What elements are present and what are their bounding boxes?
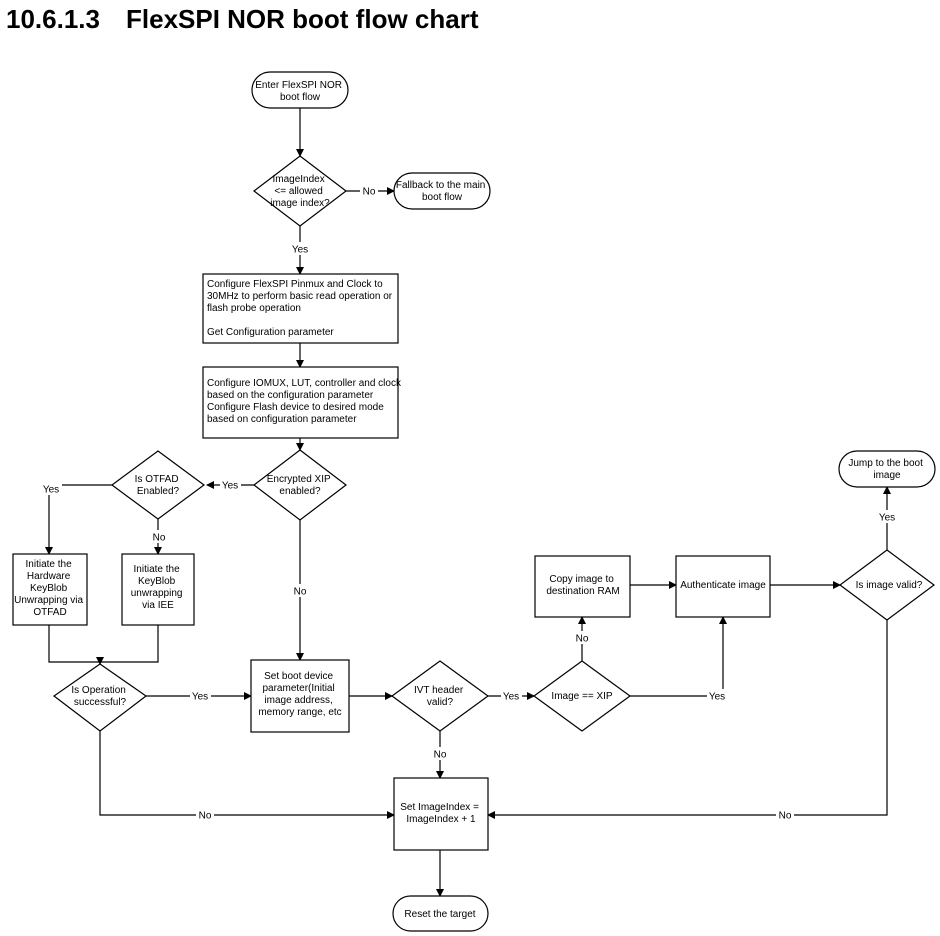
- encrypted-xip-decision: [253, 449, 347, 521]
- authenticate-label: Authenticate image: [680, 580, 766, 591]
- image-valid-decision: [838, 549, 936, 621]
- edge-label-yes: Yes: [292, 245, 308, 256]
- jump-boot-label: Jump to the boot image: [848, 458, 925, 481]
- edge-label-no: No: [294, 587, 307, 598]
- image-valid-label: Is image valid?: [856, 580, 923, 591]
- configure-iomux-label: Configure IOMUX, LUT, controller and clo…: [207, 378, 404, 425]
- ivt-valid-label: IVT header valid?: [414, 685, 466, 708]
- fallback-terminal: [393, 172, 491, 210]
- edge-op-setindex: [99, 731, 395, 819]
- edge-label-yes: Yes: [222, 481, 238, 492]
- edge-hw-merge: [48, 625, 100, 663]
- edge-label-no: No: [779, 811, 792, 822]
- otfad-decision: [110, 450, 206, 520]
- edge-valid-setindex: [487, 620, 888, 819]
- jump-boot-terminal: [838, 450, 936, 488]
- start-terminal: [251, 71, 349, 109]
- copy-image-label: Copy image to destination RAM: [546, 574, 619, 597]
- fallback-label: Fallback to the main boot flow: [396, 180, 488, 203]
- edge-iee-merge: [100, 625, 159, 663]
- edge-label-no: No: [434, 750, 447, 761]
- copy-image-box: [534, 555, 631, 618]
- ivt-valid-decision: [390, 660, 490, 732]
- edge-label-yes: Yes: [43, 485, 59, 496]
- check-index-label: ImageIndex <= allowed image index?: [270, 174, 330, 209]
- nodes: [12, 71, 936, 932]
- set-index-label: Set ImageIndex = ImageIndex + 1: [400, 802, 481, 825]
- start-label: Enter FlexSPI NOR boot flow: [255, 80, 344, 103]
- edge-label-no: No: [199, 811, 212, 822]
- hw-keyblob-label: Initiate the Hardware KeyBlob Unwrapping…: [14, 559, 86, 618]
- edge-label-yes: Yes: [503, 692, 519, 703]
- edge-xip-auth: [630, 616, 727, 697]
- hw-keyblob-box: [12, 553, 88, 626]
- section-number: 10.6.1.3: [6, 4, 100, 34]
- iee-keyblob-label: Initiate the KeyBlob unwrapping via IEE: [131, 564, 186, 611]
- edge-label-no: No: [576, 634, 589, 645]
- edge-labels: No Yes Yes Yes No No Yes Yes No Yes Yes …: [41, 184, 898, 822]
- section-title: FlexSPI NOR boot flow chart: [126, 4, 479, 34]
- authenticate-box: [675, 555, 771, 618]
- page-title: 10.6.1.3 FlexSPI NOR boot flow chart: [6, 4, 478, 35]
- check-index-decision: [253, 155, 347, 227]
- edge-label-no: No: [153, 533, 166, 544]
- otfad-label: Is OTFAD Enabled?: [135, 474, 182, 497]
- node-labels: Enter FlexSPI NOR boot flow ImageIndex <…: [14, 80, 925, 920]
- edge-label-yes: Yes: [879, 513, 895, 524]
- reset-label: Reset the target: [404, 909, 475, 920]
- edge-label-no: No: [363, 187, 376, 198]
- image-xip-label: Image == XIP: [551, 691, 612, 702]
- encrypted-xip-label: Encrypted XIP enabled?: [267, 474, 334, 497]
- set-index-box: [393, 777, 489, 851]
- edge-label-yes: Yes: [709, 692, 725, 703]
- configure-iomux-box: [202, 366, 399, 439]
- configure-flexspi-label: Configure FlexSPI Pinmux and Clock to 30…: [207, 279, 395, 338]
- iee-keyblob-box: [121, 553, 195, 626]
- configure-flexspi-box: [202, 273, 399, 344]
- edge-label-yes: Yes: [192, 692, 208, 703]
- reset-terminal: [392, 895, 489, 932]
- set-boot-param-box: [250, 659, 350, 733]
- set-boot-param-label: Set boot device parameter(Initial image …: [258, 671, 341, 718]
- image-xip-decision: [532, 660, 632, 732]
- op-success-decision: [52, 663, 148, 732]
- op-success-label: Is Operation successful?: [71, 685, 128, 708]
